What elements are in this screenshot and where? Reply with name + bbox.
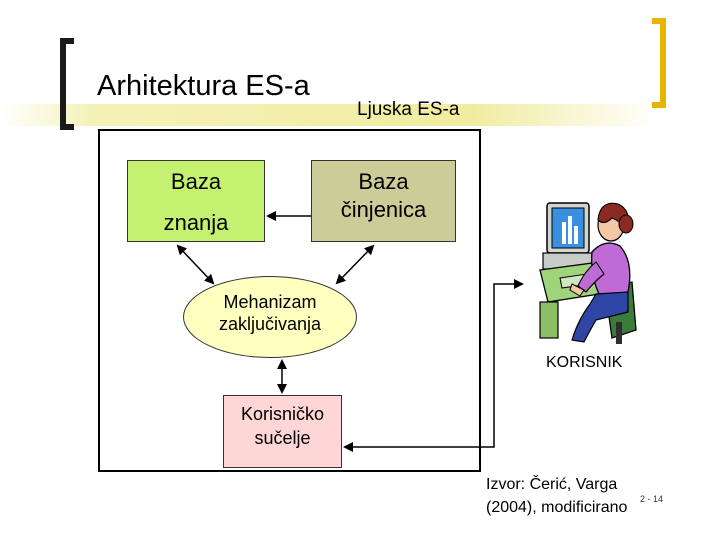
source-line2: (2004), modificirano [486,496,627,519]
page-number: 2 - 14 [640,494,663,504]
arrow-fact-engine [337,246,373,283]
source-citation: Izvor: Čerić, Varga (2004), modificirano [486,473,627,519]
source-line1: Izvor: Čerić, Varga [486,473,627,496]
arrow-ui-user [345,284,522,447]
user-label: KORISNIK [546,354,622,372]
arrow-knowledge-engine [178,246,213,283]
person-at-computer-icon [540,203,636,344]
